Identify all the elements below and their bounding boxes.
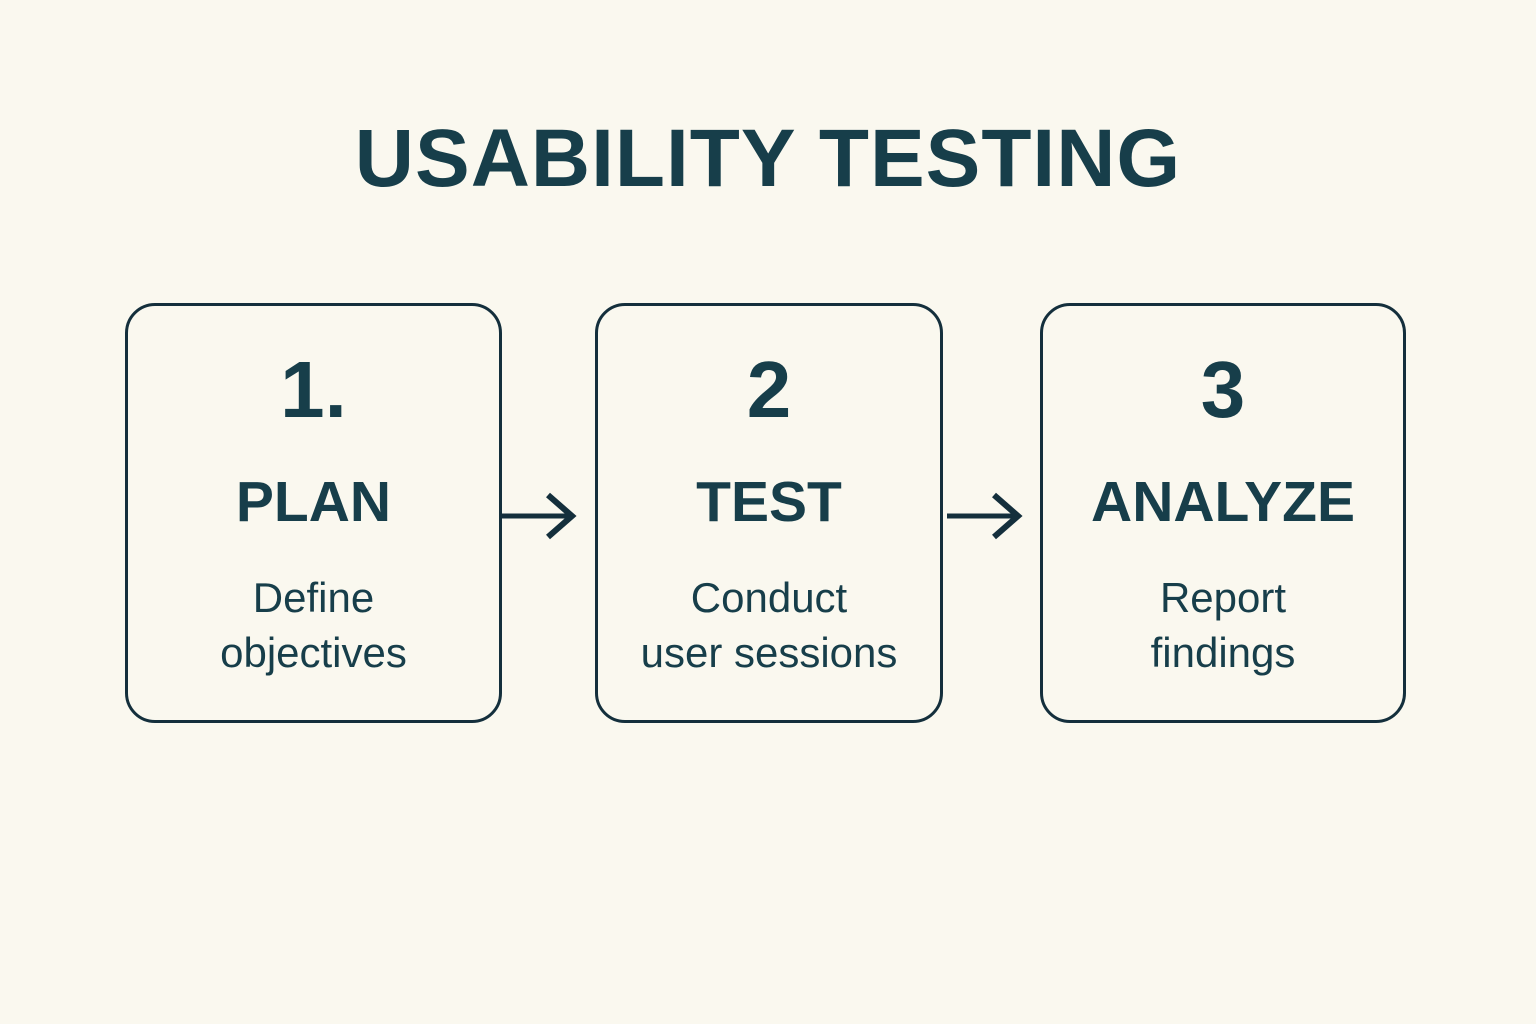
right-arrow-icon [945,486,1025,546]
step-description: Report findings [1151,571,1296,680]
step-box-plan: 1. PLAN Define objectives [125,303,502,723]
step-description-line: findings [1150,628,1296,676]
step-description-line: user sessions [640,628,898,676]
step-description: Define objectives [220,571,407,680]
page-title: USABILITY TESTING [354,113,1182,204]
step-description-line: Define [252,574,375,621]
right-arrow-icon [499,486,579,546]
step-description-line: Report [1159,574,1287,621]
step-box-test: 2 TEST Conduct user sessions [595,303,943,723]
step-number: 1. [280,345,347,434]
step-description-line: objectives [220,628,407,676]
step-name: ANALYZE [1091,470,1355,534]
step-description-line: Conduct [690,574,848,621]
step-name: TEST [696,470,842,534]
step-description: Conduct user sessions [641,571,898,680]
step-number: 3 [1200,345,1246,434]
step-name: PLAN [235,470,392,534]
step-number: 2 [746,345,792,434]
step-box-analyze: 3 ANALYZE Report findings [1040,303,1406,723]
